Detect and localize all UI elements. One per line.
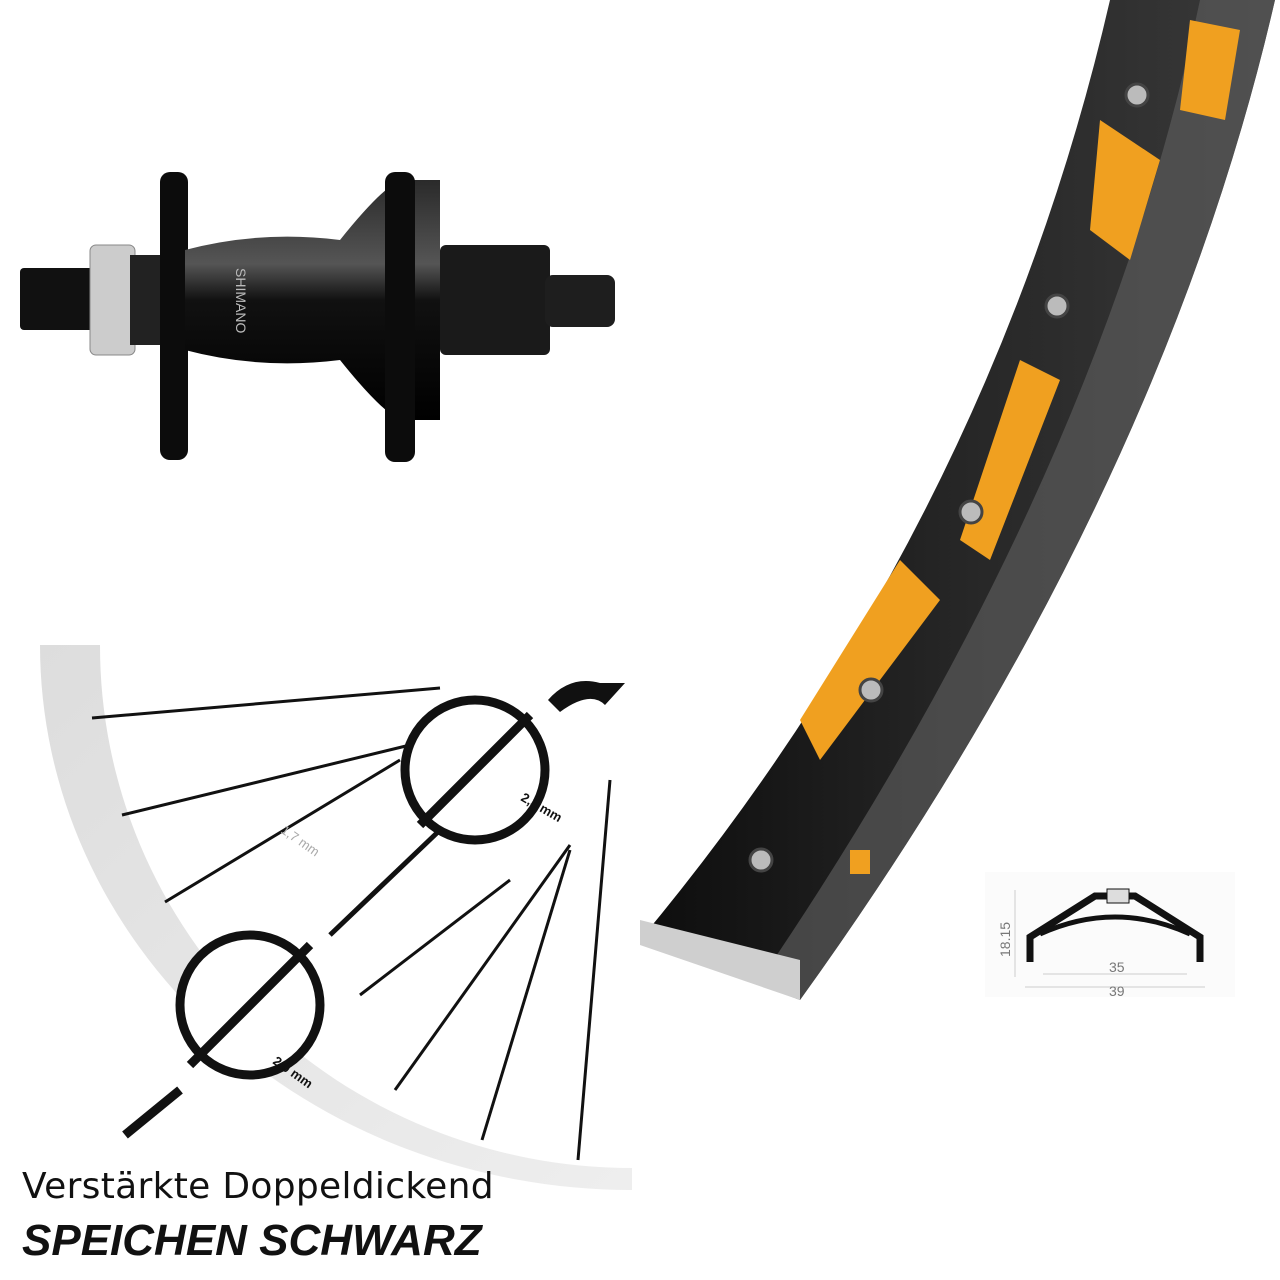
profile-outer-width: 39 — [1109, 983, 1125, 997]
caption-line-2: SPEICHEN SCHWARZ — [22, 1216, 482, 1265]
rear-hub: SHIMANO — [20, 172, 615, 462]
rim-eyelets — [748, 82, 1150, 873]
spokes — [91, 686, 612, 1161]
profile-height: 18.15 — [997, 922, 1013, 957]
profile-inner-width: 35 — [1109, 959, 1125, 975]
hub-brand-label: SHIMANO — [233, 268, 249, 333]
caption-line-1: Verstärkte Doppeldickend — [22, 1166, 494, 1207]
dim-1-7mm: 1,7 mm — [278, 822, 322, 859]
rim-illustration — [640, 0, 1275, 1000]
rim-profile-diagram: 18.15 35 39 — [985, 872, 1235, 997]
nipple-icon — [548, 681, 625, 712]
spoke-diagram: 2,3 mm 1,7 mm 2,0 mm — [40, 645, 632, 1190]
